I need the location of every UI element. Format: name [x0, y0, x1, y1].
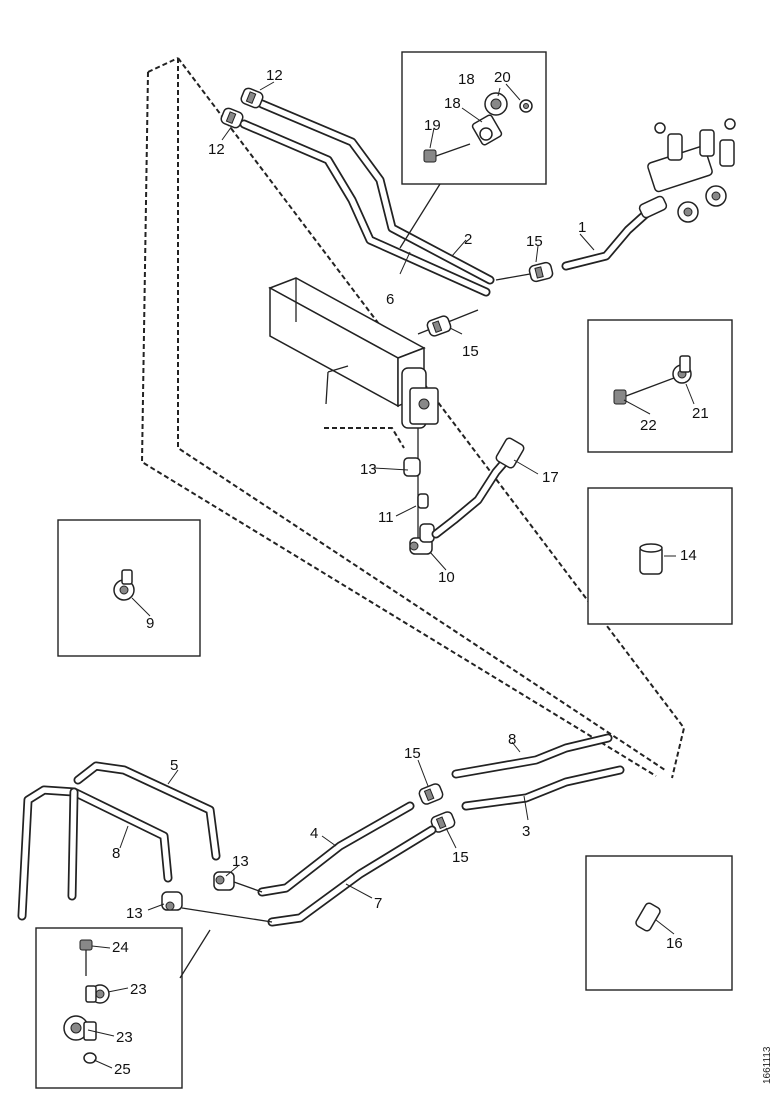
callout-12-upper: 12: [266, 67, 283, 84]
nut-20: [519, 99, 533, 113]
callout-8-upper: 8: [112, 845, 120, 862]
clamp-23-upper: [85, 984, 110, 1004]
inset-box-16: [585, 855, 733, 991]
callout-22: 22: [640, 417, 657, 434]
callout-24: 24: [112, 939, 129, 956]
callout-13-left: 13: [126, 905, 143, 922]
callout-23-lower: 23: [116, 1029, 133, 1046]
callout-2: 2: [464, 231, 472, 248]
callout-12-lower: 12: [208, 141, 225, 158]
callout-3: 3: [522, 823, 530, 840]
callout-13-middle: 13: [360, 461, 377, 478]
screw-22: [613, 377, 675, 405]
sleeve-16: [635, 902, 661, 932]
tee-10: [409, 523, 435, 555]
heater-unit: [268, 277, 439, 449]
pipe-4: [257, 801, 415, 897]
callout-19: 19: [424, 117, 441, 134]
elbow-13-lower-left: [161, 891, 273, 923]
nipple-11: [417, 493, 429, 509]
nut-25: [83, 1052, 97, 1064]
hose-17: [431, 437, 525, 539]
leader-lines: [87, 81, 695, 1069]
pipe-6: [239, 119, 491, 297]
bracket-18: [471, 92, 508, 146]
callout-14: 14: [680, 547, 697, 564]
inset-box-23-25: [35, 927, 183, 1089]
callout-21: 21: [692, 405, 709, 422]
pipe-7: [267, 825, 437, 927]
drawing-number: 1661113: [762, 1046, 773, 1084]
callouts: 1 2 15 6 15 12 12 18 20 18 19 13 11 10 1…: [112, 67, 709, 1078]
connector-15-upper: [495, 261, 554, 283]
sleeve-14: [639, 543, 663, 575]
inset-top-pointer: [399, 183, 441, 249]
pipe-3: [461, 765, 625, 811]
callout-15-upper: 15: [526, 233, 543, 250]
callout-20: 20: [494, 69, 511, 86]
callout-9-pipe: 8: [508, 731, 516, 748]
fitting-12-lower: [220, 107, 244, 129]
callout-15-lower-b: 15: [452, 849, 469, 866]
fitting-12-upper: [240, 87, 264, 109]
inset-box-21-22: [587, 319, 733, 453]
callout-17: 17: [542, 469, 559, 486]
callout-16: 16: [666, 935, 683, 952]
callout-9-inset: 9: [146, 615, 154, 632]
clamp-9: [113, 569, 135, 601]
callout-15-middle: 15: [462, 343, 479, 360]
pipe-8: [17, 785, 173, 921]
callout-15-lower-a: 15: [404, 745, 421, 762]
screw-24: [79, 939, 93, 976]
callout-25: 25: [114, 1061, 131, 1078]
pipe-9: [451, 733, 613, 779]
pipe-1: [561, 207, 653, 271]
frame-outline: [140, 57, 686, 779]
screw-19: [423, 143, 471, 163]
callout-7: 7: [374, 895, 382, 912]
pipe-5: [73, 761, 221, 861]
clamp-23-lower: [63, 1015, 97, 1041]
callout-4: 4: [310, 825, 318, 842]
callout-10: 10: [438, 569, 455, 586]
clip-21: [672, 355, 692, 384]
valve-assembly: [638, 118, 736, 223]
inset-bottom-pointer: [179, 929, 211, 979]
callout-18-upper: 18: [458, 71, 475, 88]
elbow-13-lower-right: [213, 871, 263, 893]
pipe-2: [257, 99, 495, 285]
connector-15-lower-a: [418, 783, 444, 805]
connector-15-middle: [417, 309, 479, 337]
callout-23-upper: 23: [130, 981, 147, 998]
callout-6: 6: [386, 291, 394, 308]
callout-11: 11: [378, 509, 394, 526]
elbow-13-middle: [403, 457, 421, 477]
callout-18-lower: 18: [444, 95, 461, 112]
callout-1: 1: [578, 219, 586, 236]
callout-13-right: 13: [232, 853, 249, 870]
callout-5: 5: [170, 757, 178, 774]
